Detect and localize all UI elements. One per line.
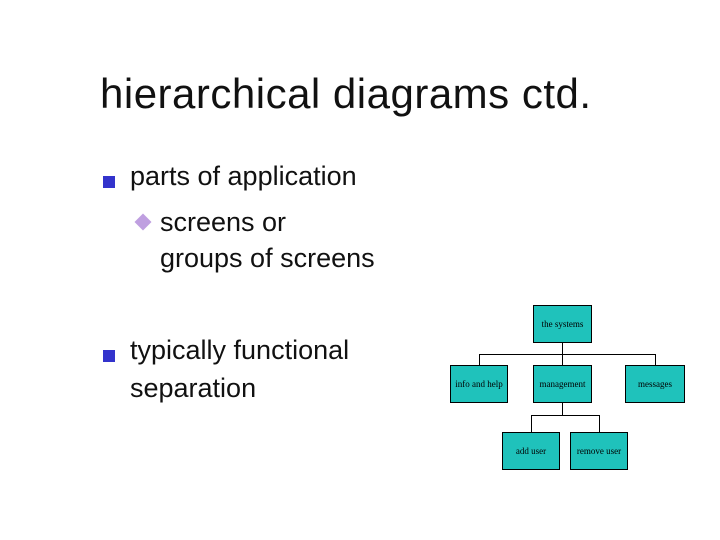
bullet-text-parts-of-application: parts of application bbox=[130, 161, 357, 191]
connector-line bbox=[562, 354, 563, 365]
connector-line bbox=[562, 403, 563, 416]
connector-line bbox=[599, 415, 600, 432]
connector-line bbox=[562, 343, 563, 355]
connector-line bbox=[479, 354, 480, 365]
node-label: management bbox=[539, 379, 586, 389]
bullet-line: groups of screens bbox=[160, 243, 375, 273]
node-label: add user bbox=[515, 446, 547, 456]
connector-line bbox=[479, 354, 656, 355]
node-the-systems: the systems bbox=[533, 305, 592, 343]
connector-line bbox=[531, 415, 532, 432]
page-title: hierarchical diagrams ctd. bbox=[100, 70, 592, 117]
connector-line bbox=[655, 354, 656, 365]
node-label: info and help bbox=[455, 379, 503, 389]
node-remove-user: remove user bbox=[570, 432, 628, 470]
node-label: the systems bbox=[541, 319, 584, 329]
square-bullet-icon bbox=[103, 350, 115, 362]
node-label: messages bbox=[638, 379, 672, 389]
bullet-line: separation bbox=[130, 373, 257, 403]
square-bullet-icon bbox=[103, 176, 115, 188]
connector-line bbox=[531, 415, 600, 416]
bullet-line: typically functional bbox=[130, 335, 350, 365]
node-add-user: add user bbox=[502, 432, 560, 470]
node-info-and-help: info and help bbox=[450, 365, 508, 403]
node-messages: messages bbox=[625, 365, 685, 403]
bullet-text-typically-functional: typically functional separation bbox=[130, 331, 349, 407]
bullet-line: screens or bbox=[160, 207, 287, 237]
bullet-text-screens: screens or groups of screens bbox=[160, 204, 375, 276]
node-label: remove user bbox=[576, 446, 622, 456]
node-management: management bbox=[533, 365, 592, 403]
